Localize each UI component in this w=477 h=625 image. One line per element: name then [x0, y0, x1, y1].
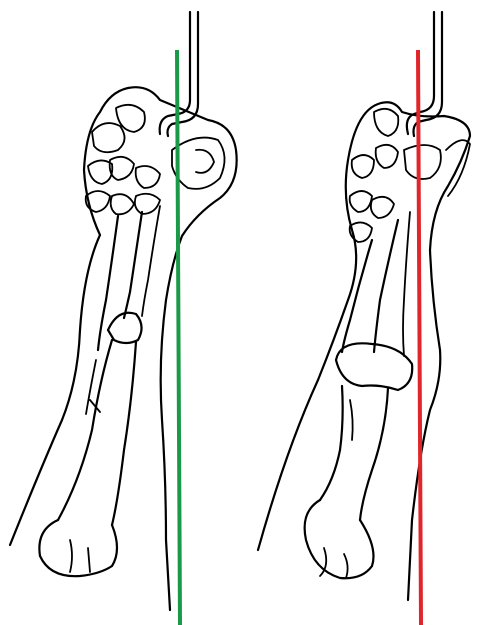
left-hoof [39, 520, 117, 576]
left-hoof-detail [70, 540, 90, 572]
right-metacarpal-shaft-2 [374, 220, 398, 352]
left-hanging-rod [160, 12, 190, 134]
left-metacarpal-shaft-2 [124, 212, 142, 318]
right-hoof [305, 500, 374, 578]
right-metacarpal-shaft-3 [403, 212, 410, 356]
right-hoof-detail [320, 548, 348, 578]
right-limb-drawing [258, 12, 470, 625]
right-proximal-joint [404, 140, 470, 196]
left-carpal-bones [86, 105, 160, 214]
right-reference-line [418, 50, 421, 625]
right-long-bone [320, 386, 388, 520]
left-long-bone-detail [86, 360, 100, 414]
right-long-bone-detail [350, 400, 353, 440]
left-reference-line [177, 50, 180, 625]
left-proximal-joint [172, 138, 225, 189]
left-limb-drawing [10, 12, 237, 625]
left-hanging-rod-inner [168, 12, 199, 136]
left-metacarpal-shaft-3 [142, 206, 160, 316]
left-long-bone [58, 340, 136, 525]
